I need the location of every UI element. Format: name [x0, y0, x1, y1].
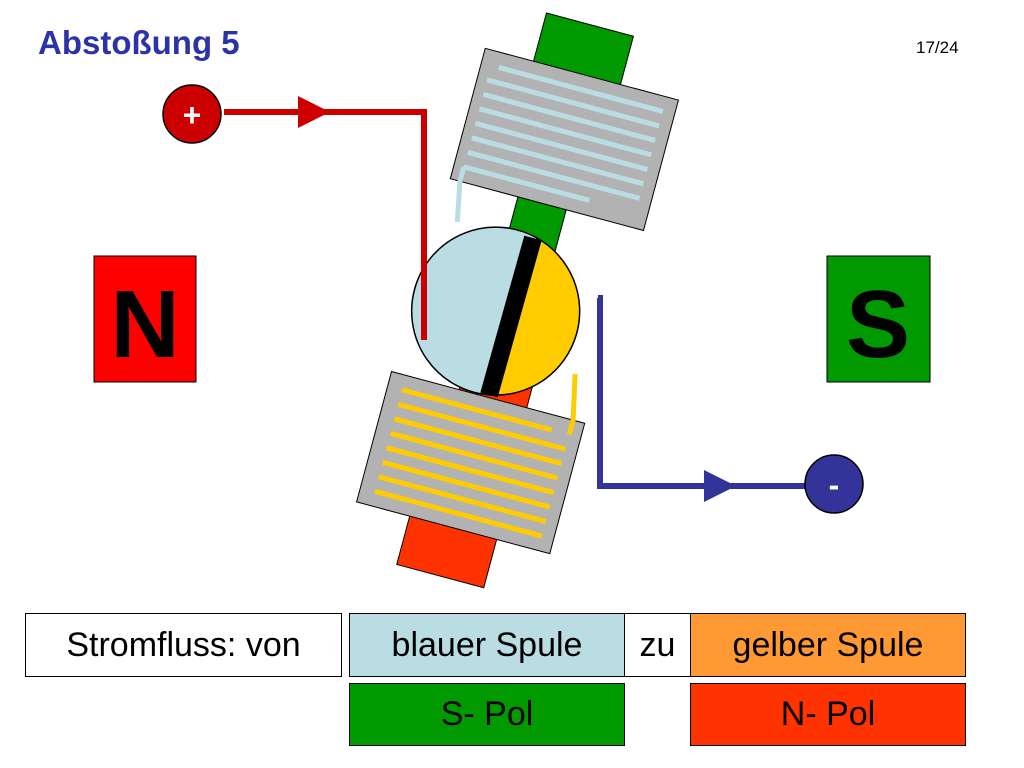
motor-diagram: + - N S: [93, 12, 931, 589]
plus-symbol: +: [183, 97, 202, 133]
south-pole-label: S- Pol: [349, 683, 625, 746]
north-pole-label: N- Pol: [690, 683, 966, 746]
commutator-yellow-half: [490, 236, 581, 396]
lower-coil-body: [355, 370, 586, 555]
connector-label: zu: [624, 613, 691, 677]
minus-symbol: -: [829, 467, 840, 503]
minus-terminal: -: [804, 454, 864, 514]
commutator-blue-half: [410, 226, 538, 396]
upper-coil-body: [449, 47, 680, 232]
negative-flow-arrow: [704, 470, 736, 502]
yellow-coil-windings: [374, 373, 578, 539]
north-label: N: [110, 271, 179, 378]
north-magnet: N: [93, 255, 197, 383]
plus-terminal: +: [162, 84, 222, 144]
south-label: S: [846, 271, 910, 378]
yellow-coil-label: gelber Spule: [690, 613, 966, 677]
blue-coil-windings: [454, 65, 664, 223]
negative-wire: [597, 295, 805, 502]
positive-wire: [224, 96, 427, 340]
commutator-separator: [480, 235, 542, 398]
current-flow-label: Stromfluss: von: [25, 613, 342, 677]
page-number: 17/24: [916, 38, 959, 57]
slide-title: Abstoßung 5: [38, 24, 240, 61]
south-magnet: S: [826, 255, 931, 383]
commutator: [410, 226, 581, 398]
upper-coil-assembly: [449, 12, 680, 264]
blue-coil-label: blauer Spule: [349, 613, 625, 677]
positive-flow-arrow: [298, 96, 330, 128]
